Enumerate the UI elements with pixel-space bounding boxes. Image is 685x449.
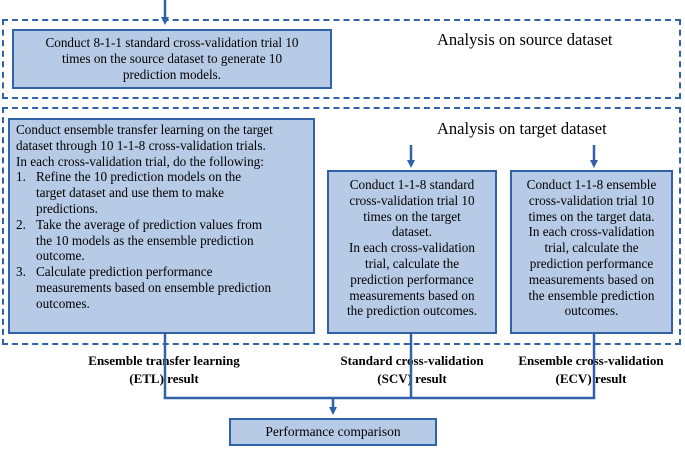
- etl-intro-line: dataset through 10 1-1-8 cross-validatio…: [16, 137, 266, 153]
- scv-result-line: (SCV) result: [377, 371, 447, 386]
- ecv-line: measurements based on: [528, 271, 655, 287]
- source-region: [2, 19, 681, 99]
- scv-result-label: Standard cross-validation (SCV) result: [322, 352, 502, 388]
- etl-step-line: Take the average of prediction values fr…: [36, 216, 263, 232]
- scv-line: dataset.: [392, 224, 432, 240]
- etl-result-line: (ETL) result: [129, 371, 199, 386]
- etl-step-line: the 10 models as the ensemble prediction: [36, 232, 254, 248]
- performance-comparison-box: Performance comparison: [229, 418, 437, 446]
- ecv-line: the ensemble prediction: [528, 287, 655, 303]
- etl-intro-line: Conduct ensemble transfer learning on th…: [16, 122, 273, 137]
- source-box-line: times on the source dataset to generate …: [61, 50, 283, 66]
- etl-step-line: Refine the 10 prediction models on the: [36, 169, 242, 185]
- scv-line: cross-validation trial 10: [349, 192, 475, 208]
- scv-line: In each cross-validation: [349, 240, 475, 256]
- ecv-line: times on the target data.: [528, 208, 655, 224]
- target-region-title: Analysis on target dataset: [437, 119, 607, 138]
- etl-step-line: target dataset and use them to make: [36, 185, 224, 201]
- ecv-line: prediction performance: [529, 255, 654, 271]
- performance-comparison-label: Performance comparison: [265, 424, 401, 439]
- etl-step-line: outcomes.: [36, 295, 90, 311]
- source-box-line: Conduct 8-1-1 standard cross-validation …: [45, 35, 299, 50]
- etl-step-line: outcome.: [36, 248, 85, 264]
- scv-line: trial, calculate the: [364, 255, 460, 271]
- etl-intro-line: In each cross-validation trial, do the f…: [16, 153, 264, 169]
- etl-result-label: Ensemble transfer learning (ETL) result: [74, 352, 254, 388]
- scv-line: measurements based on: [349, 287, 475, 303]
- scv-line: Conduct 1-1-8 standard: [349, 177, 475, 192]
- ecv-line: In each cross-validation: [528, 224, 655, 240]
- ecv-result-line: Ensemble cross-validation: [518, 353, 664, 368]
- scv-line: the prediction outcomes.: [346, 303, 477, 319]
- scv-line: prediction performance: [350, 271, 474, 287]
- etl-step-line: Calculate prediction performance: [36, 264, 213, 280]
- etl-result-line: Ensemble transfer learning: [88, 353, 240, 368]
- etl-box: Conduct ensemble transfer learning on th…: [8, 118, 315, 334]
- scv-line: times on the target: [363, 208, 461, 224]
- ecv-result-label: Ensemble cross-validation (ECV) result: [501, 352, 681, 388]
- source-box-line: prediction models.: [122, 66, 222, 82]
- source-training-box: Conduct 8-1-1 standard cross-validation …: [12, 29, 332, 89]
- ecv-line: outcomes.: [564, 303, 619, 319]
- scv-box: Conduct 1-1-8 standard cross-validation …: [327, 170, 497, 334]
- etl-step-line: predictions.: [36, 200, 98, 216]
- ecv-line: trial, calculate the: [544, 240, 639, 256]
- etl-step-number: 1.: [16, 169, 26, 185]
- ecv-result-line: (ECV) result: [555, 371, 627, 386]
- etl-step-1: 1. Refine the 10 prediction models on th…: [16, 169, 307, 216]
- ecv-line: cross-validation trial 10: [528, 192, 655, 208]
- etl-step-number: 3.: [16, 264, 26, 280]
- etl-step-2: 2. Take the average of prediction values…: [16, 217, 307, 264]
- etl-step-3: 3. Calculate prediction performance meas…: [16, 264, 307, 311]
- ecv-line: Conduct 1-1-8 ensemble: [526, 177, 657, 192]
- scv-result-line: Standard cross-validation: [340, 353, 484, 368]
- etl-step-line: measurements based on ensemble predictio…: [36, 279, 272, 295]
- etl-step-number: 2.: [16, 216, 26, 232]
- source-region-title: Analysis on source dataset: [437, 30, 613, 49]
- ecv-box: Conduct 1-1-8 ensemble cross-validation …: [510, 170, 673, 334]
- target-region: [2, 107, 681, 345]
